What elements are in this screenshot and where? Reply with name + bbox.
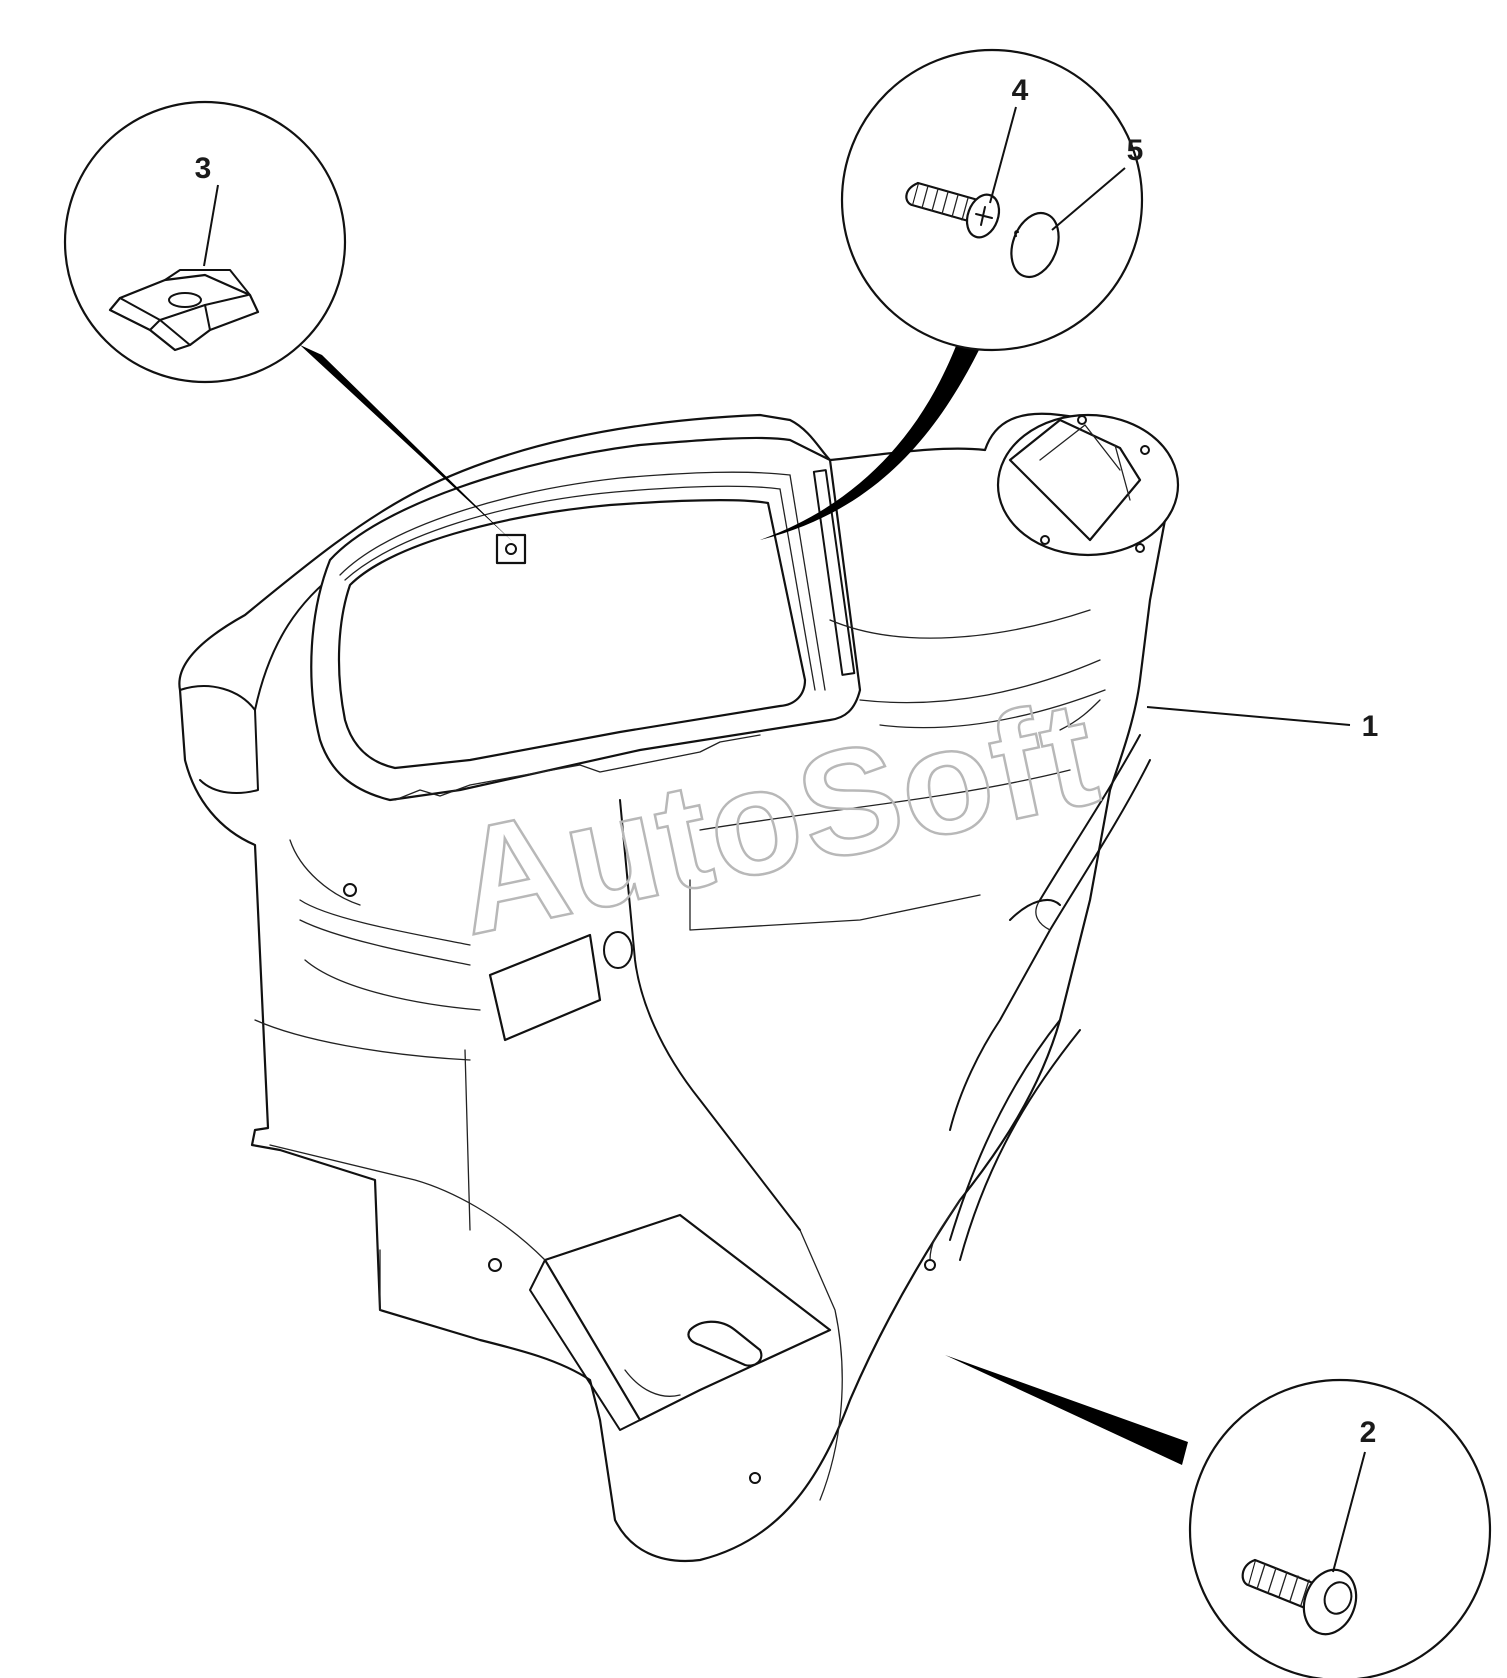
callout-1-group: 1 bbox=[1146, 706, 1379, 743]
callout-3: 3 bbox=[195, 152, 212, 185]
speed-clip-icon bbox=[108, 269, 260, 352]
left-rect-cutout bbox=[488, 933, 602, 1042]
screw-icon bbox=[905, 181, 1001, 239]
flange-bolt-icon bbox=[1241, 1558, 1358, 1636]
callout-1: 1 bbox=[1362, 710, 1379, 743]
clip-detail-view: 3 bbox=[63, 100, 513, 542]
screw-detail-leader-wedge bbox=[760, 330, 984, 540]
lower-tray bbox=[543, 1213, 832, 1422]
callout-2: 2 bbox=[1360, 1416, 1377, 1449]
clip-detail-circle bbox=[63, 100, 347, 384]
cluster-window bbox=[337, 499, 807, 770]
cap-icon bbox=[1010, 211, 1060, 279]
bolt-detail-view: 2 bbox=[945, 1355, 1492, 1678]
clip-mount-tab bbox=[495, 533, 527, 565]
callout-5: 5 bbox=[1127, 134, 1144, 167]
callout-4: 4 bbox=[1012, 74, 1029, 107]
clip-detail-leader-wedge bbox=[300, 345, 513, 542]
screw-cap-detail-view: 4 5 bbox=[760, 48, 1144, 540]
instrument-panel-trim bbox=[178, 412, 1180, 1562]
bolt-detail-circle bbox=[1188, 1378, 1492, 1678]
bolt-detail-leader-wedge bbox=[945, 1355, 1188, 1465]
bezel-slot bbox=[812, 469, 856, 676]
switch-opening bbox=[1008, 418, 1142, 542]
